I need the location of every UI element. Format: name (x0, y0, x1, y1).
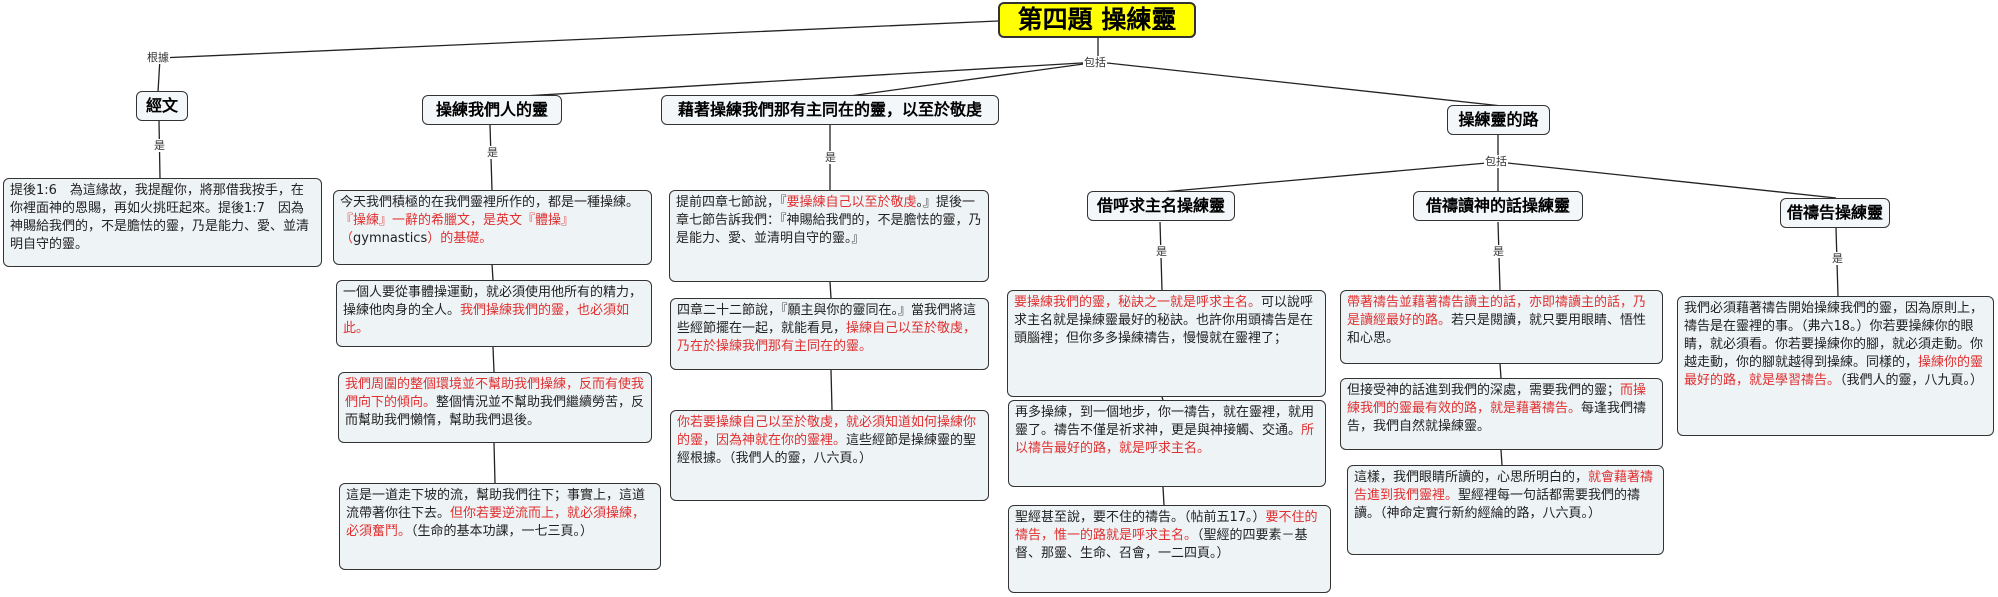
link-label-is-daogao: 是 (1831, 252, 1844, 265)
topic-jingwen: 經文 (136, 91, 188, 121)
box-text-segment: （我們人的靈，八九頁。） (1840, 373, 1984, 388)
box-text-segment: 帶著禱告並藉著禱告讀主的話，亦即禱讀主的話，乃是讀經最好的路。 (1347, 295, 1647, 328)
box-text-segment: 要操練自己以至於敬虔 (786, 195, 917, 210)
box-text-segment: 。』提後一章七節告訴我們：『神賜給我們的，不是膽怯的靈，乃是能力、愛、並清明自守… (676, 195, 982, 246)
link-label-is-caolian: 是 (486, 146, 499, 159)
box-text-segment: 再多操練，到一個地步，你一禱告，就在靈裡，就用靈了。禱告不僅是祈求神，更是與神接… (1015, 405, 1315, 438)
box-text-segment: 就會藉著禱告進到我們靈裡。 (1354, 470, 1654, 503)
link-label-is-jiezhe: 是 (824, 151, 837, 164)
box-caolian-4: 這是一道走下坡的流，幫助我們往下；事實上，這道流帶著你往下去。但你若要逆流而上，… (339, 483, 661, 570)
topic-jiezhe: 藉著操練我們那有主同在的靈，以至於敬虔 (661, 95, 999, 125)
box-dudao-2: 但接受神的話進到我們的深處，需要我們的靈；而操練我們的靈最有效的路，就是藉著禱告… (1340, 378, 1663, 450)
box-text-segment: 要不住的禱告，惟一的路就是呼求主名。 (1015, 510, 1318, 543)
box-text-segment: 這樣，我們眼睛所讀的，心思所明白的， (1354, 470, 1589, 485)
box-huqiu-2: 再多操練，到一個地步，你一禱告，就在靈裡，就用靈了。禱告不僅是祈求神，更是與神接… (1008, 400, 1326, 487)
box-text-segment: （聖經的四要素－基督、那靈、生命、召會，一二四頁。） (1015, 528, 1308, 561)
topic-lu: 操練靈的路 (1447, 105, 1550, 135)
box-text-segment: 但你若要逆流而上，就必須操練，必須奮鬥。 (346, 506, 646, 539)
box-jingwen-1: 提後1:6 為這緣故，我提醒你，將那借我按手，在你裡面神的恩賜，再如火挑旺起來。… (3, 178, 322, 267)
box-text-segment: 所以禱告最好的路，就是呼求主名。 (1015, 423, 1315, 456)
box-text-segment: 可以說呼求主名就是操練靈最好的秘訣。也許你用頭禱告是在頭腦裡；但你多多操練禱告，… (1014, 295, 1314, 346)
link-label-is-huqiu: 是 (1155, 245, 1168, 258)
box-text-segment: 聖經裡每一句話都需要我們的禱讀。（神命定實行新約經綸的路，八六頁。） (1354, 488, 1641, 521)
link-incl-lu (1097, 61, 1503, 107)
box-text-segment: 今天我們積極的在我們靈裡所作的，都是一種操練。 (340, 195, 640, 210)
topic-huqiu: 借呼求主名操練靈 (1087, 191, 1235, 221)
box-text-segment: 要操練我們的靈，秘訣之一就是呼求主名。 (1014, 295, 1262, 310)
page-title: 第四題 操練靈 (998, 2, 1196, 38)
box-text-segment: （生命的基本功課，一七三頁。） (411, 524, 594, 539)
link-label-gen: 根據 (146, 51, 170, 64)
topic-daogao: 借禱告操練靈 (1780, 198, 1890, 228)
box-text-segment: gymnastics (353, 231, 428, 246)
link-incl-jiezhe (834, 61, 1099, 99)
box-text-segment: 我們周圍的整個環境並不幫助我們操練，反而有使我們向下的傾向。 (345, 377, 645, 410)
box-jiezhe-2: 四章二十二節說，『願主與你的靈同在。』當我們將這些經節擺在一起，就能看見，操練自… (670, 298, 989, 370)
box-text-segment: 提前四章七節說，『 (676, 195, 787, 210)
box-text-segment: 你若要操練自己以至於敬虔，就必須知道如何操練你的靈，因為神就在你的靈裡。 (677, 415, 977, 448)
box-jiezhe-1: 提前四章七節說，『要操練自己以至於敬虔。』提後一章七節告訴我們：『神賜給我們的，… (669, 190, 989, 282)
box-text-segment: 『操練』一辭的希臘文，是英文『體操』（ (340, 213, 575, 246)
link-incl-caolian (489, 61, 1099, 99)
box-dudao-1: 帶著禱告並藉著禱告讀主的話，亦即禱讀主的話，乃是讀經最好的路。若只是閱讀，就只要… (1340, 290, 1663, 364)
box-caolian-1: 今天我們積極的在我們靈裡所作的，都是一種操練。『操練』一辭的希臘文，是英文『體操… (333, 190, 652, 265)
box-text-segment: 但接受神的話進到我們的深處，需要我們的靈； (1347, 383, 1621, 398)
box-huqiu-3: 聖經甚至說，要不住的禱告。（帖前五17。）要不住的禱告，惟一的路就是呼求主名。（… (1008, 505, 1331, 593)
box-text-segment: 操練你的靈最好的路，就是學習禱告。 (1684, 355, 1984, 388)
topic-dudao: 借禱讀神的話操練靈 (1413, 191, 1583, 221)
box-text-segment: 操練自己以至於敬虔，乃在於操練我們那有主同在的靈。 (677, 321, 977, 354)
box-text-segment: 這些經節是操練靈的聖經根據。（我們人的靈，八六頁。） (677, 433, 977, 466)
box-text-segment: 我們操練我們的靈，也必須如此。 (343, 303, 630, 336)
box-text-segment: 我們必須藉著禱告開始操練我們的靈，因為原則上，禱告是在靈裡的事。（弗六18。）你… (1684, 301, 1984, 370)
box-text-segment: 一個人要從事體操運動，就必須使用他所有的精力，操練他肉身的全人。 (343, 285, 643, 318)
box-text-segment: 這是一道走下坡的流，幫助我們往下；事實上，這道流帶著你往下去。 (346, 488, 646, 521)
box-caolian-2: 一個人要從事體操運動，就必須使用他所有的精力，操練他肉身的全人。我們操練我們的靈… (336, 280, 652, 347)
box-text-segment: 聖經甚至說，要不住的禱告。（帖前五17。） (1015, 510, 1266, 525)
box-text-segment: 提後1:6 為這緣故，我提醒你，將那借我按手，在你裡面神的恩賜，再如火挑旺起來。… (10, 183, 310, 252)
box-daogao-1: 我們必須藉著禱告開始操練我們的靈，因為原則上，禱告是在靈裡的事。（弗六18。）你… (1677, 296, 1994, 436)
topic-caolian: 操練我們人的靈 (422, 95, 562, 125)
box-jiezhe-3: 你若要操練自己以至於敬虔，就必須知道如何操練你的靈，因為神就在你的靈裡。這些經節… (670, 410, 989, 501)
link-label-incl: 包括 (1083, 56, 1107, 69)
link-label-is-jingwen: 是 (153, 139, 166, 152)
box-text-segment: 每逢我們禱告，我們自然就操練靈。 (1347, 401, 1647, 434)
link-label-incl-way: 包括 (1484, 155, 1508, 168)
box-text-segment: 而操練我們的靈最有效的路，就是藉著禱告。 (1347, 383, 1647, 416)
link-root-jingwen (157, 20, 999, 93)
box-text-segment: 若只是閱讀，就只要用眼睛、悟性和心思。 (1347, 313, 1647, 346)
box-huqiu-1: 要操練我們的靈，秘訣之一就是呼求主名。可以說呼求主名就是操練靈最好的秘訣。也許你… (1007, 290, 1326, 397)
box-dudao-3: 這樣，我們眼睛所讀的，心思所明白的，就會藉著禱告進到我們靈裡。聖經裡每一句話都需… (1347, 465, 1664, 555)
box-text-segment: ）的基礎。 (427, 231, 493, 246)
box-text-segment: 四章二十二節說，『願主與你的靈同在。』當我們將這些經節擺在一起，就能看見， (677, 303, 977, 336)
box-text-segment: 整個情況並不幫助我們繼續勞苦，反而幫助我們懶惰，幫助我們退後。 (345, 395, 645, 428)
box-caolian-3: 我們周圍的整個環境並不幫助我們操練，反而有使我們向下的傾向。整個情況並不幫助我們… (338, 372, 652, 443)
link-label-is-dudao: 是 (1492, 245, 1505, 258)
